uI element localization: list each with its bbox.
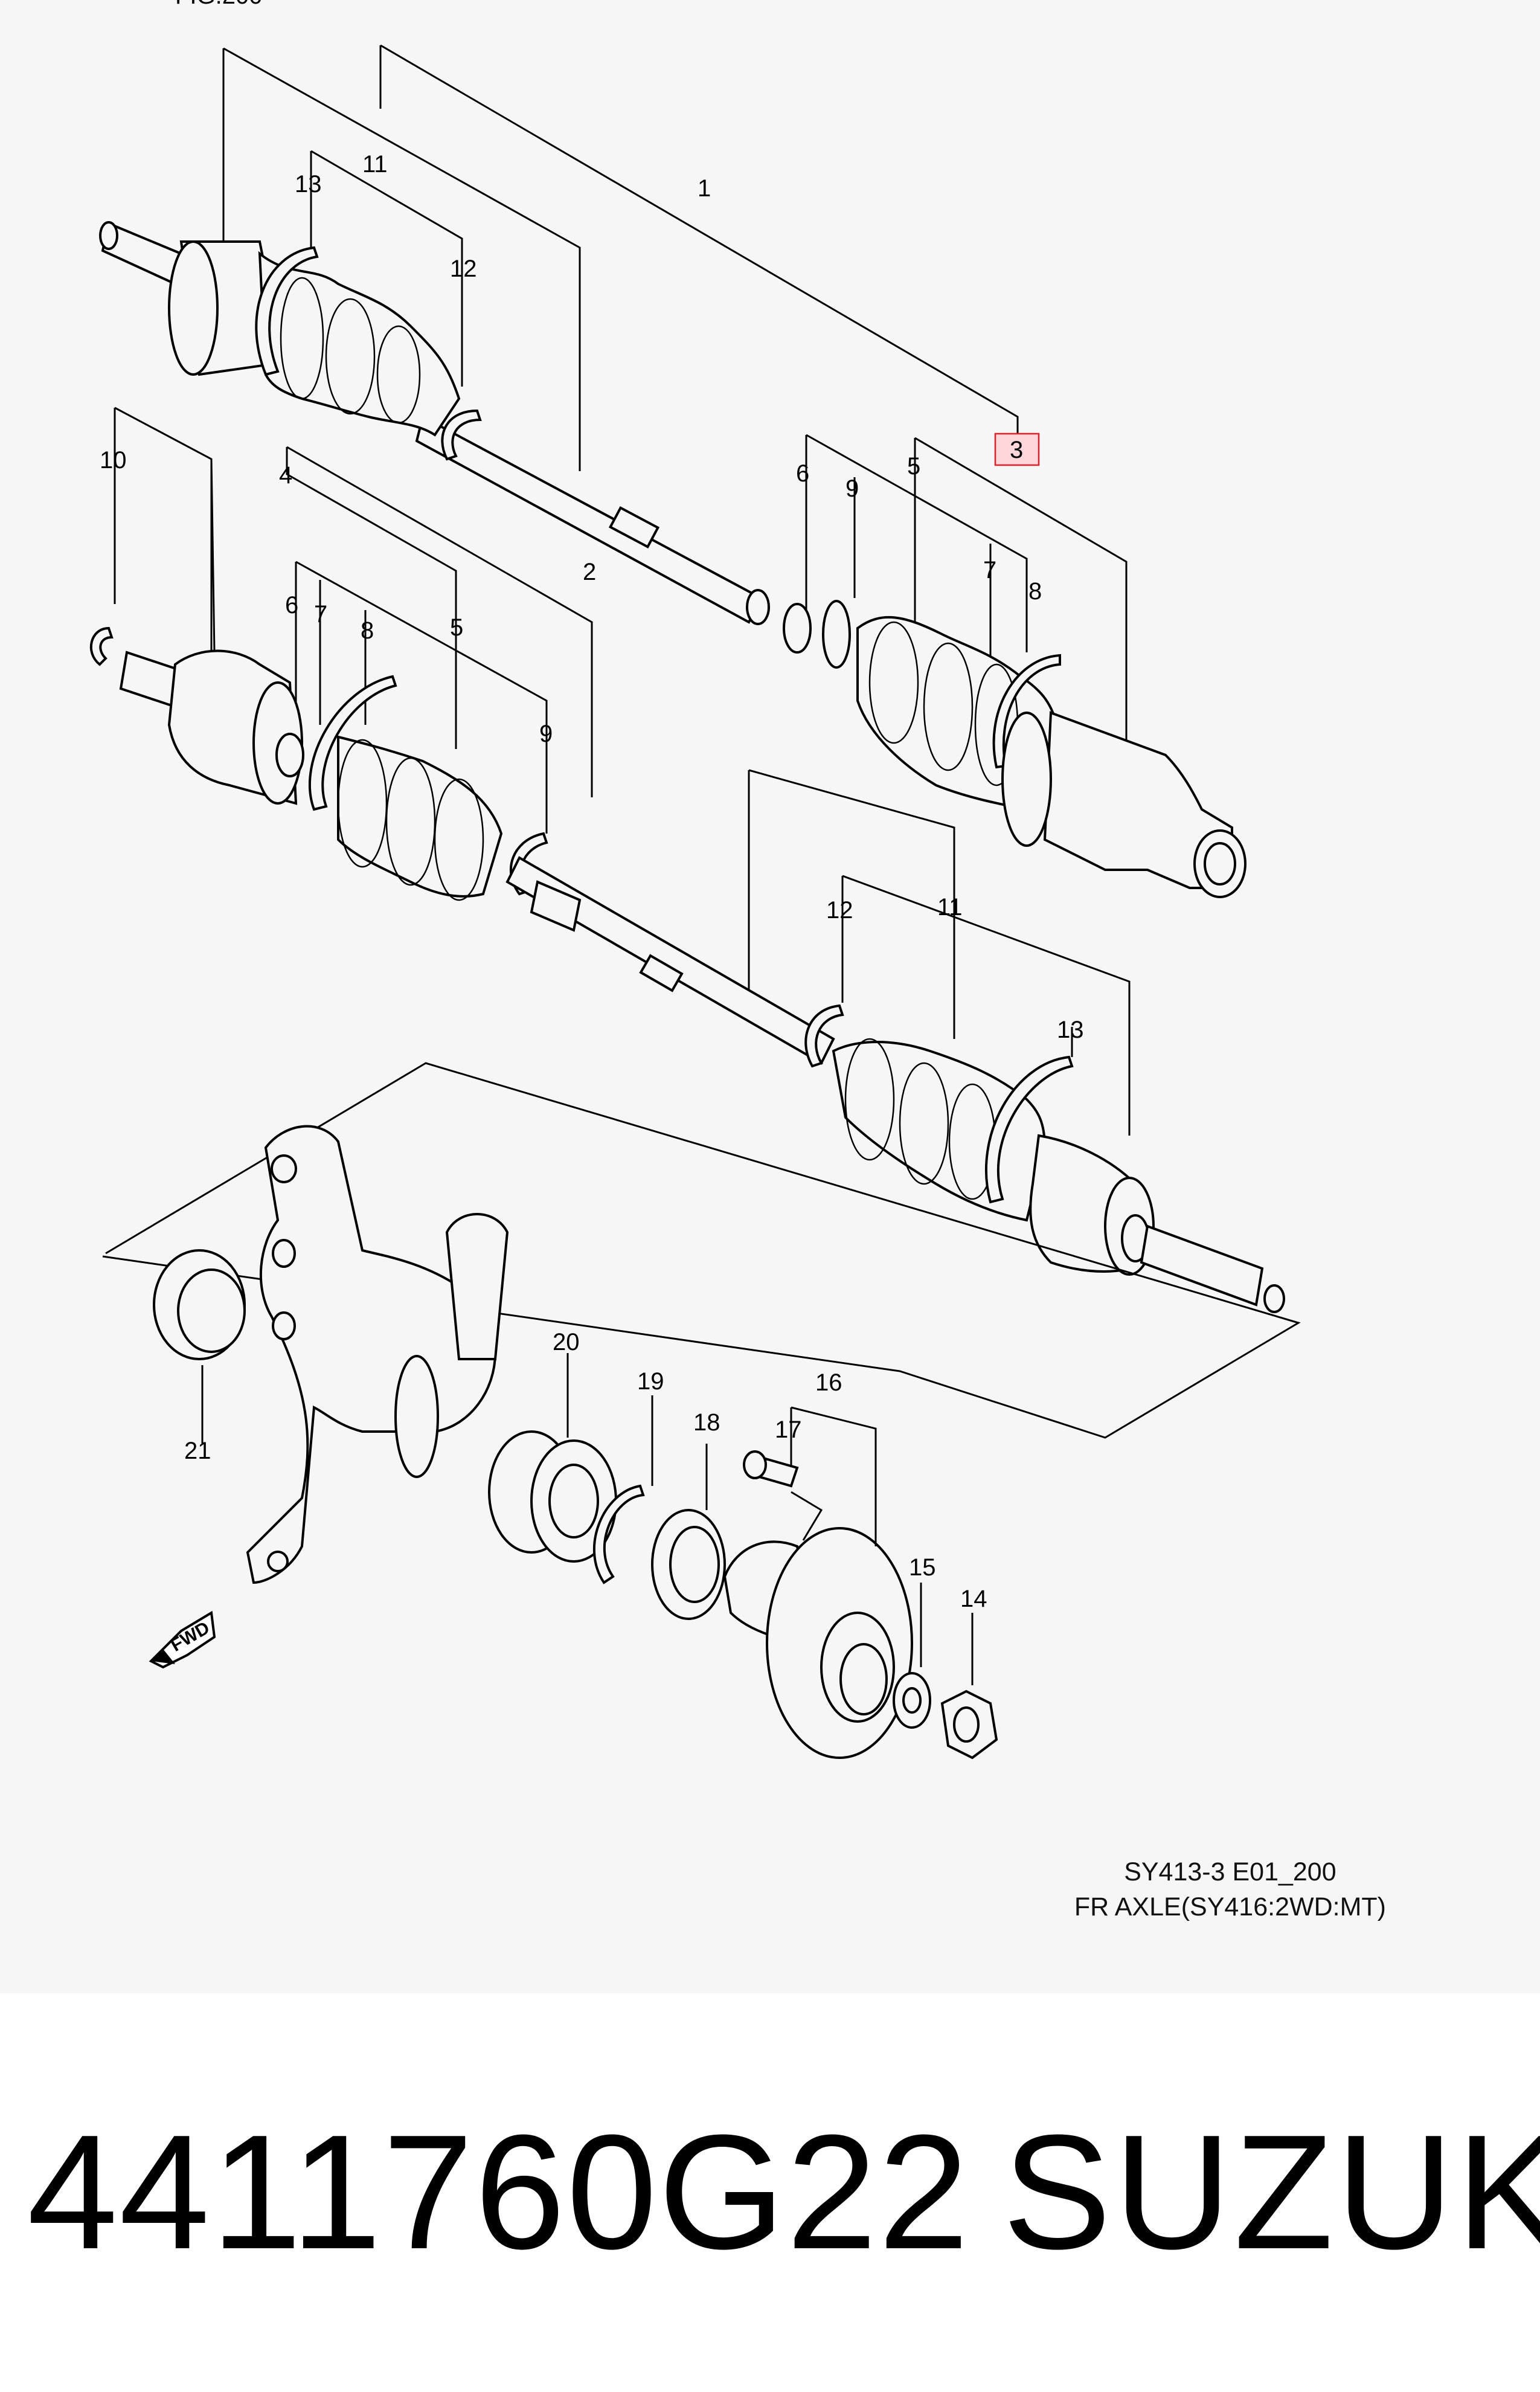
callout-7-upper: 7 <box>983 557 996 584</box>
brand-name: SUZUKI <box>1003 2101 1540 2283</box>
callout-12-upper: 12 <box>450 256 477 282</box>
callout-16: 16 <box>815 1369 842 1396</box>
callout-14: 14 <box>960 1586 987 1612</box>
diagram-caption: SY413-3 E01_200 FR AXLE(SY416:2WD:MT) <box>1074 1854 1386 1924</box>
callout-3-highlight <box>994 432 1040 466</box>
callout-8-middle: 8 <box>361 617 374 644</box>
knuckle-hub-assembly <box>102 1062 1301 1760</box>
exploded-view-drawing: FIG.200 <box>89 0 1301 1760</box>
callout-13-middle: 13 <box>1057 1017 1084 1043</box>
caption-code: SY413-3 E01_200 <box>1124 1857 1336 1886</box>
middle-drive-shaft <box>89 407 1285 1313</box>
callout-11-upper: 11 <box>362 151 388 178</box>
callout-12-middle: 12 <box>826 897 853 924</box>
callout-5-middle: 5 <box>450 614 463 641</box>
callout-7-middle: 7 <box>314 601 327 628</box>
forward-direction-icon: FWD <box>149 1610 216 1669</box>
callout-9-middle: 9 <box>539 721 553 747</box>
callout-6-upper: 6 <box>796 460 809 487</box>
parts-diagram: FIG.200 <box>89 0 1386 1924</box>
part-number: 4411760G22 <box>27 2101 971 2283</box>
callout-10: 10 <box>100 447 127 474</box>
callout-20: 20 <box>553 1329 580 1355</box>
callout-18: 18 <box>693 1409 720 1436</box>
callout-19: 19 <box>637 1368 664 1395</box>
callout-11-middle: 11 <box>937 894 963 921</box>
callout-15: 15 <box>909 1554 936 1581</box>
callout-4: 4 <box>279 462 292 489</box>
callout-5-upper: 5 <box>907 453 920 480</box>
callout-21: 21 <box>184 1438 211 1464</box>
caption-title: FR AXLE(SY416:2WD:MT) <box>1074 1892 1386 1921</box>
callout-1: 1 <box>698 175 711 202</box>
callout-3: 3 <box>1010 437 1023 463</box>
footer-band <box>0 1993 1540 2392</box>
callout-8-upper: 8 <box>1028 578 1042 605</box>
callout-13-upper: 13 <box>295 171 322 198</box>
callout-6-middle: 6 <box>285 592 298 619</box>
upper-drive-shaft <box>99 44 1246 898</box>
callout-2: 2 <box>583 559 596 585</box>
callout-17: 17 <box>775 1416 802 1443</box>
callout-9-upper: 9 <box>845 475 859 502</box>
figure-header-text: FIG.200 <box>175 0 263 9</box>
callout-labels: 1 2 3 4 5 5 6 6 7 7 8 8 9 9 10 11 11 12 … <box>100 151 1084 1612</box>
